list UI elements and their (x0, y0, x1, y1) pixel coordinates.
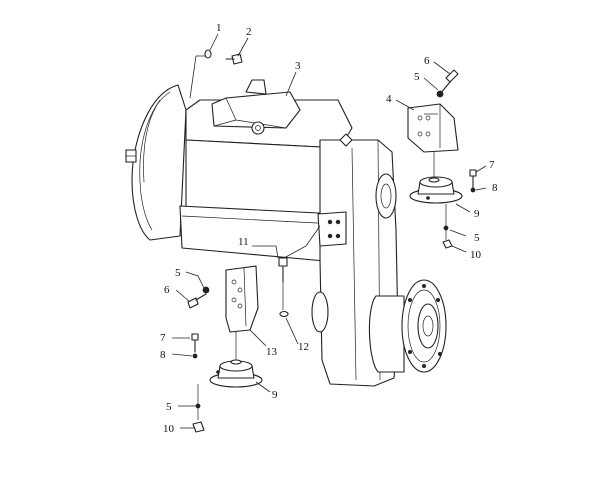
callout-5-left: 5 (175, 267, 181, 279)
output-housing (368, 295, 405, 373)
callout-5-upper: 5 (414, 71, 420, 83)
left-bolt-7 (191, 333, 199, 353)
callout-1: 1 (216, 22, 222, 34)
callout-6-upper: 6 (424, 55, 430, 67)
callout-2: 2 (246, 26, 252, 38)
left-washer-5 (202, 286, 210, 294)
transfer-case-boss (375, 173, 397, 219)
lower-left-mount (209, 332, 263, 388)
callout-10-left: 10 (163, 423, 175, 435)
callout-10-right: 10 (470, 249, 482, 261)
callout-7-right: 7 (489, 159, 495, 171)
left-washer-8 (192, 353, 198, 359)
callout-11: 11 (238, 236, 249, 248)
callout-7-left: 7 (160, 332, 166, 344)
input-flange (131, 84, 187, 241)
input-shaft-nut (125, 149, 137, 163)
callout-5-lower: 5 (166, 401, 172, 413)
washer-1 (204, 49, 212, 59)
bolt-11 (278, 257, 288, 283)
callout-4: 4 (386, 93, 392, 105)
left-nut-10 (192, 421, 205, 433)
callout-12: 12 (298, 341, 309, 353)
washer-12 (279, 310, 289, 318)
callout-8-left: 8 (160, 349, 166, 361)
lower-left-bracket (225, 265, 259, 333)
callout-9-right: 9 (474, 208, 480, 220)
gearbox-housing (125, 79, 447, 387)
callout-13: 13 (266, 346, 278, 358)
callout-5-upper-right: 5 (474, 232, 480, 244)
top-breather (245, 79, 267, 95)
output-flange (401, 279, 447, 373)
callout-labels: 1 2 3 4 5 6 5 7 8 9 5 10 11 5 6 7 8 13 1… (160, 22, 498, 435)
callout-3: 3 (295, 60, 301, 72)
callout-6-left: 6 (164, 284, 170, 296)
mounting-pad (317, 211, 347, 247)
callout-9-left: 9 (272, 389, 278, 401)
right-nut-10 (442, 239, 453, 249)
left-bolt-6 (187, 293, 207, 309)
leader-lines (171, 33, 487, 429)
side-boss (311, 291, 329, 333)
left-lower-washer-5 (195, 403, 201, 409)
callout-8-right: 8 (492, 182, 498, 194)
bolt-2 (225, 53, 243, 65)
upper-right-mount (409, 152, 463, 204)
upper-washer-5 (436, 90, 444, 98)
right-bolt-7 (469, 169, 477, 189)
right-washer-8 (470, 187, 476, 193)
upper-right-bracket (407, 103, 459, 153)
